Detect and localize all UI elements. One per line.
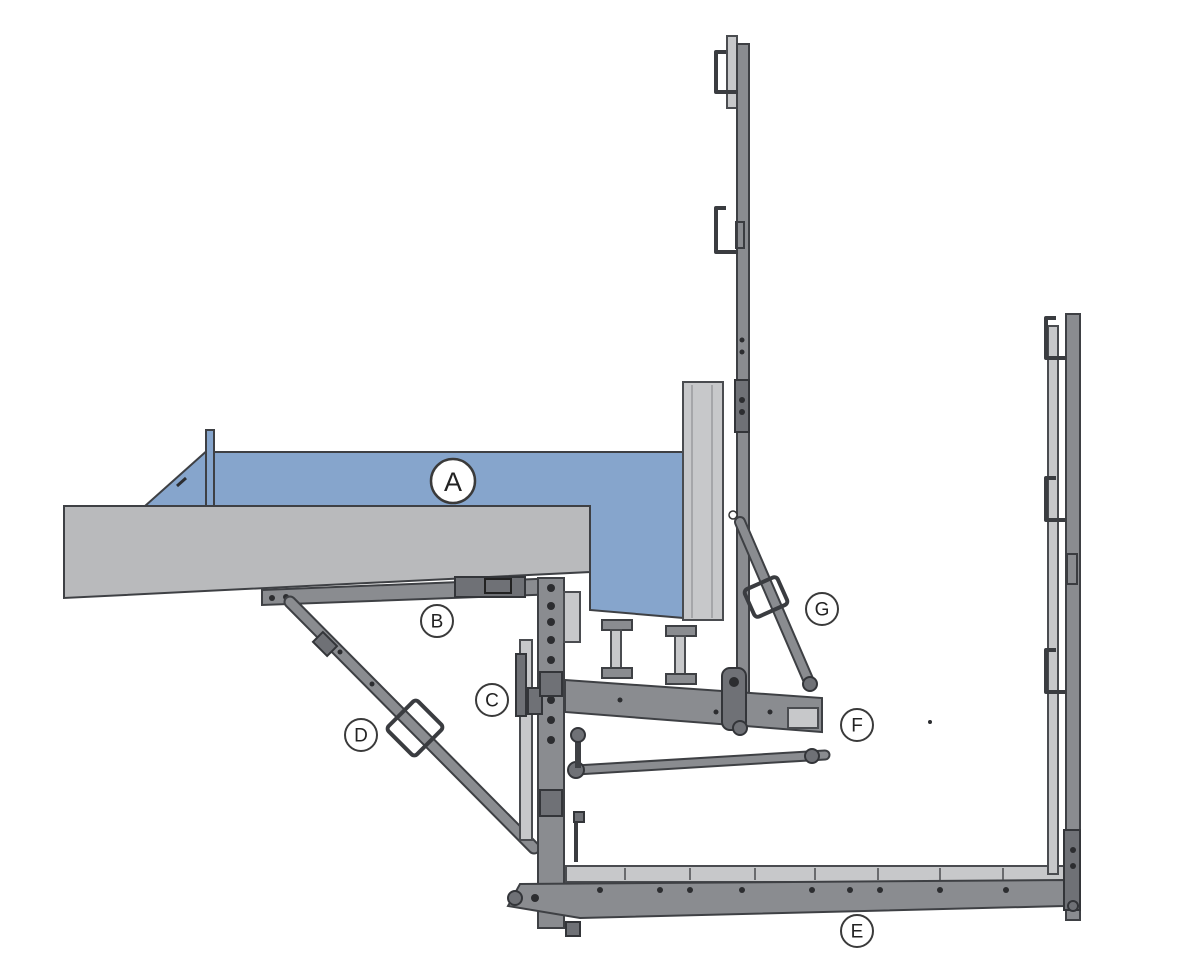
callout-a: A [429,457,477,505]
panel-bracket-1 [601,619,633,679]
carriage-beam-f [564,667,823,736]
svg-text:G: G [815,600,830,621]
diagonal-brace-d [283,595,541,855]
svg-text:D: D [354,726,368,747]
callout-f: F [840,708,874,742]
concrete-slab [63,505,591,600]
callout-b: B [420,604,454,638]
strut-g [734,516,816,690]
svg-text:E: E [851,922,864,943]
top-beam-b [261,576,561,607]
callout-c: C [475,683,509,717]
callout-d: D [344,718,378,752]
callout-g: G [805,592,839,626]
svg-text:C: C [485,691,499,712]
svg-text:B: B [431,612,444,633]
svg-text:F: F [851,716,863,737]
formwork-column [682,381,724,621]
platform-beam-e [506,865,1067,937]
lower-tie-rod [567,727,831,779]
svg-text:A: A [444,467,462,497]
main-vertical-post-c [515,577,585,929]
callout-e: E [840,914,874,948]
outer-guardrail-post [1044,313,1081,921]
panel-bracket-2 [665,625,697,685]
stray-dot [928,720,932,724]
